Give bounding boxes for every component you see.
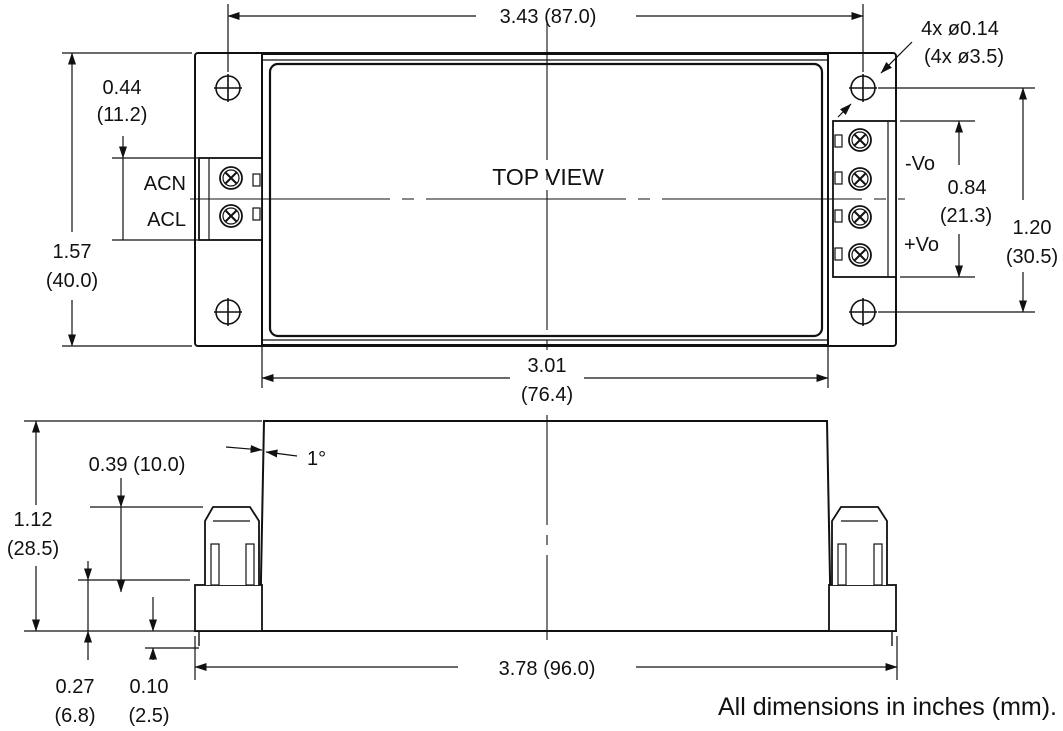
hole-offset-label: 0.44 [103, 77, 142, 99]
mounting-hole-icon [214, 74, 242, 102]
total-height-label: 1.12 [14, 509, 53, 531]
hole-spacing-v-mm-label: (30.5) [1006, 246, 1058, 268]
neg-vo-label: -Vo [905, 153, 935, 175]
height-overall-label: 1.57 [53, 241, 92, 263]
body-width-mm-label: (76.4) [521, 384, 573, 406]
hole-count-mm-label: (4x ø3.5) [924, 46, 1004, 68]
hole-spacing-v-label: 1.20 [1013, 217, 1052, 239]
dimensions-note: All dimensions in inches (mm). [718, 693, 1057, 721]
side-body-outline [259, 420, 832, 632]
acl-label: ACL [147, 209, 186, 231]
screw-out4-icon [848, 243, 872, 267]
dim-top-overall [227, 4, 864, 72]
height-overall-mm-label: (40.0) [46, 270, 98, 292]
output-pitch-label: 0.84 [948, 177, 987, 199]
screw-out3-icon [848, 205, 872, 229]
width-overall-label: 3.43 (87.0) [500, 6, 597, 28]
terminal-height-label: 0.39 (10.0) [89, 454, 186, 476]
output-pitch-mm-label: (21.3) [940, 205, 992, 227]
pin-length-label: 0.10 [130, 676, 169, 698]
body-top-panel [268, 62, 824, 338]
mounting-hole-icon [849, 298, 877, 326]
hole-count-label: 4x ø0.14 [921, 18, 999, 40]
base-height-label: 0.27 [56, 676, 95, 698]
pin-length-mm-label: (2.5) [128, 705, 169, 727]
mounting-hole-icon [214, 298, 242, 326]
side-view [194, 415, 897, 646]
screw-out1-icon [848, 128, 872, 152]
total-height-mm-label: (28.5) [7, 538, 59, 560]
screw-acl-icon [219, 204, 243, 228]
body-width-label: 3.01 [528, 355, 567, 377]
side-terminal-left [194, 506, 263, 646]
mounting-hole-icon [849, 74, 877, 102]
base-height-mm-label: (6.8) [54, 705, 95, 727]
acn-label: ACN [144, 173, 186, 195]
screw-out2-icon [848, 167, 872, 191]
draft-angle-label: 1° [307, 448, 326, 470]
pos-vo-label: +Vo [904, 234, 939, 256]
screw-acn-icon [219, 166, 243, 190]
side-terminal-right [828, 506, 897, 646]
length-overall-label: 3.78 (96.0) [499, 658, 596, 680]
top-view-title: TOP VIEW [492, 164, 604, 190]
hole-offset-mm-label: (11.2) [97, 104, 148, 126]
